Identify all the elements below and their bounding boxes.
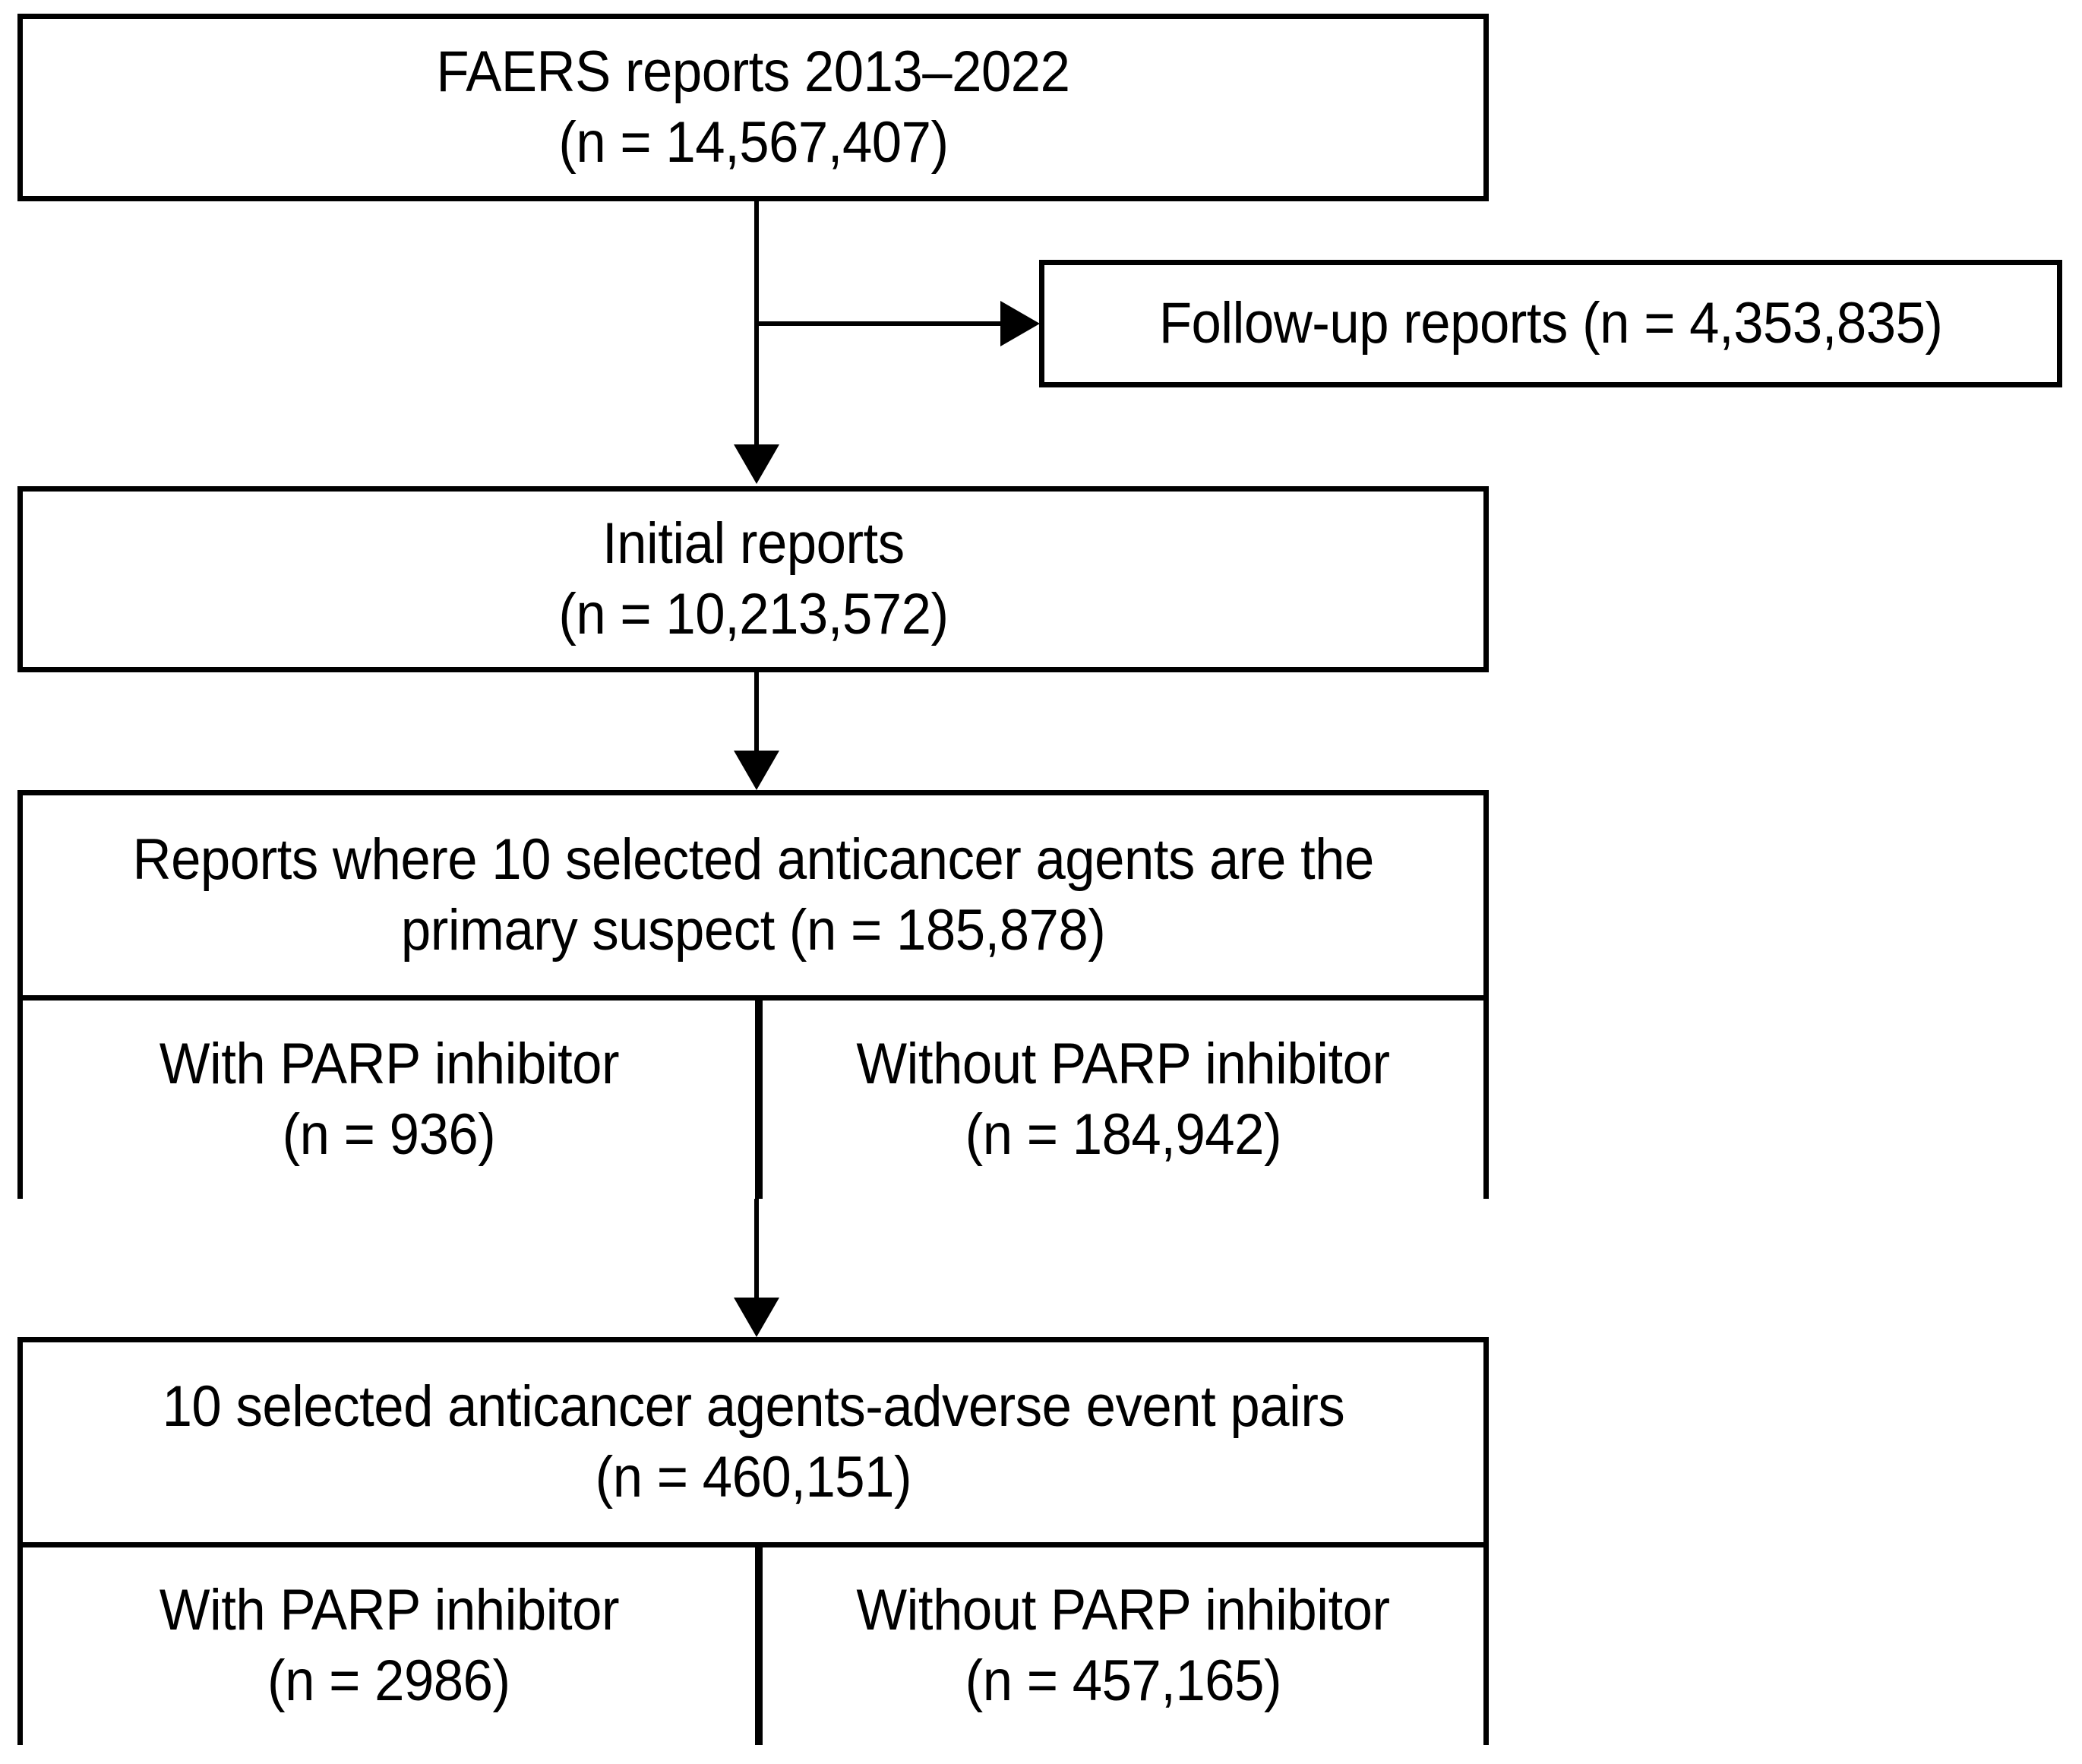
node-reports-with-parp-line1: With PARP inhibitor (159, 1031, 619, 1096)
node-agent-ae-pairs-line2: (n = 460,151) (595, 1444, 911, 1510)
node-pairs-with-parp-line1: With PARP inhibitor (159, 1578, 619, 1643)
connector-primary-to-pairs-vertical (754, 1199, 759, 1298)
node-primary-suspect-line1: Reports where 10 selected anticancer age… (132, 827, 1374, 892)
divider-primary-suspect-horizontal (17, 995, 1489, 1001)
node-initial-reports-line1: Initial reports (602, 511, 905, 576)
node-faers-reports: FAERS reports 2013–2022 (n = 14,567,407) (17, 14, 1489, 201)
node-faers-reports-line1: FAERS reports 2013–2022 (436, 39, 1070, 104)
node-primary-suspect-header: Reports where 10 selected anticancer age… (23, 795, 1483, 995)
node-pairs-with-parp-line2: (n = 2986) (267, 1649, 510, 1713)
arrowhead-to-primary-suspect (734, 751, 779, 790)
arrowhead-to-followup (1000, 301, 1040, 346)
node-initial-reports-line2: (n = 10,213,572) (558, 581, 949, 646)
node-pairs-without-parp-line1: Without PARP inhibitor (856, 1578, 1390, 1643)
divider-primary-suspect-vertical (755, 995, 763, 1199)
node-agent-ae-pairs-header: 10 selected anticancer agents-adverse ev… (23, 1342, 1483, 1542)
node-followup-reports-line1: Follow-up reports (n = 4,353,835) (1158, 290, 1943, 356)
node-reports-with-parp: With PARP inhibitor (n = 936) (23, 1001, 755, 1199)
node-pairs-with-parp: With PARP inhibitor (n = 2986) (23, 1547, 755, 1745)
arrowhead-to-agent-ae-pairs (734, 1298, 779, 1337)
arrowhead-to-initial-reports (734, 444, 779, 484)
divider-agent-ae-pairs-horizontal (17, 1542, 1489, 1547)
connector-faers-to-followup-horizontal (754, 321, 1005, 326)
divider-agent-ae-pairs-vertical (755, 1542, 763, 1745)
node-reports-without-parp-line2: (n = 184,942) (965, 1102, 1281, 1167)
node-reports-without-parp: Without PARP inhibitor (n = 184,942) (763, 1001, 1483, 1199)
node-primary-suspect-line2: primary suspect (n = 185,878) (400, 897, 1106, 963)
node-agent-ae-pairs: 10 selected anticancer agents-adverse ev… (17, 1337, 1489, 1745)
node-initial-reports: Initial reports (n = 10,213,572) (17, 486, 1489, 672)
node-primary-suspect-reports: Reports where 10 selected anticancer age… (17, 790, 1489, 1199)
node-followup-reports: Follow-up reports (n = 4,353,835) (1039, 260, 2062, 387)
connector-initial-to-primary-vertical (754, 672, 759, 751)
node-reports-with-parp-line2: (n = 936) (282, 1102, 496, 1167)
node-agent-ae-pairs-line1: 10 selected anticancer agents-adverse ev… (162, 1374, 1344, 1439)
node-faers-reports-line2: (n = 14,567,407) (558, 109, 949, 175)
node-pairs-without-parp: Without PARP inhibitor (n = 457,165) (763, 1547, 1483, 1745)
node-reports-without-parp-line1: Without PARP inhibitor (856, 1031, 1390, 1096)
node-pairs-without-parp-line2: (n = 457,165) (965, 1649, 1281, 1713)
